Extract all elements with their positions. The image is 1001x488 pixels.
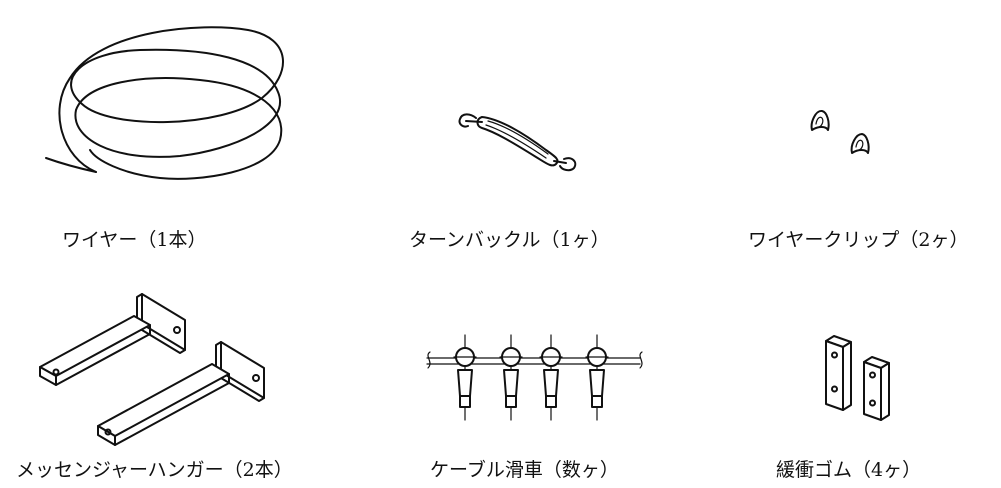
turnbuckle-drawing xyxy=(458,113,577,172)
wire-coil-drawing xyxy=(45,26,284,180)
cable-pulley-label: ケーブル滑車（数ヶ） xyxy=(430,459,619,481)
pulley-4 xyxy=(585,334,609,421)
pulley-1 xyxy=(453,334,477,421)
pulley-3 xyxy=(539,334,563,421)
turnbuckle-label: ターンバックル（1ヶ） xyxy=(409,229,610,251)
pulley-2 xyxy=(499,334,523,421)
wire-label: ワイヤー（1本） xyxy=(62,229,207,251)
messenger-hanger-drawing xyxy=(39,293,265,446)
messenger-hanger-label: メッセンジャーハンガー（2本） xyxy=(16,459,293,481)
rubber-buffer-drawing xyxy=(825,335,890,421)
cable-pulley-drawing xyxy=(426,334,643,421)
rubber-buffer-label: 緩衝ゴム（4ヶ） xyxy=(776,459,922,481)
wire-clip-label: ワイヤークリップ（2ヶ） xyxy=(748,229,969,251)
wire-clip-drawing xyxy=(810,110,870,154)
